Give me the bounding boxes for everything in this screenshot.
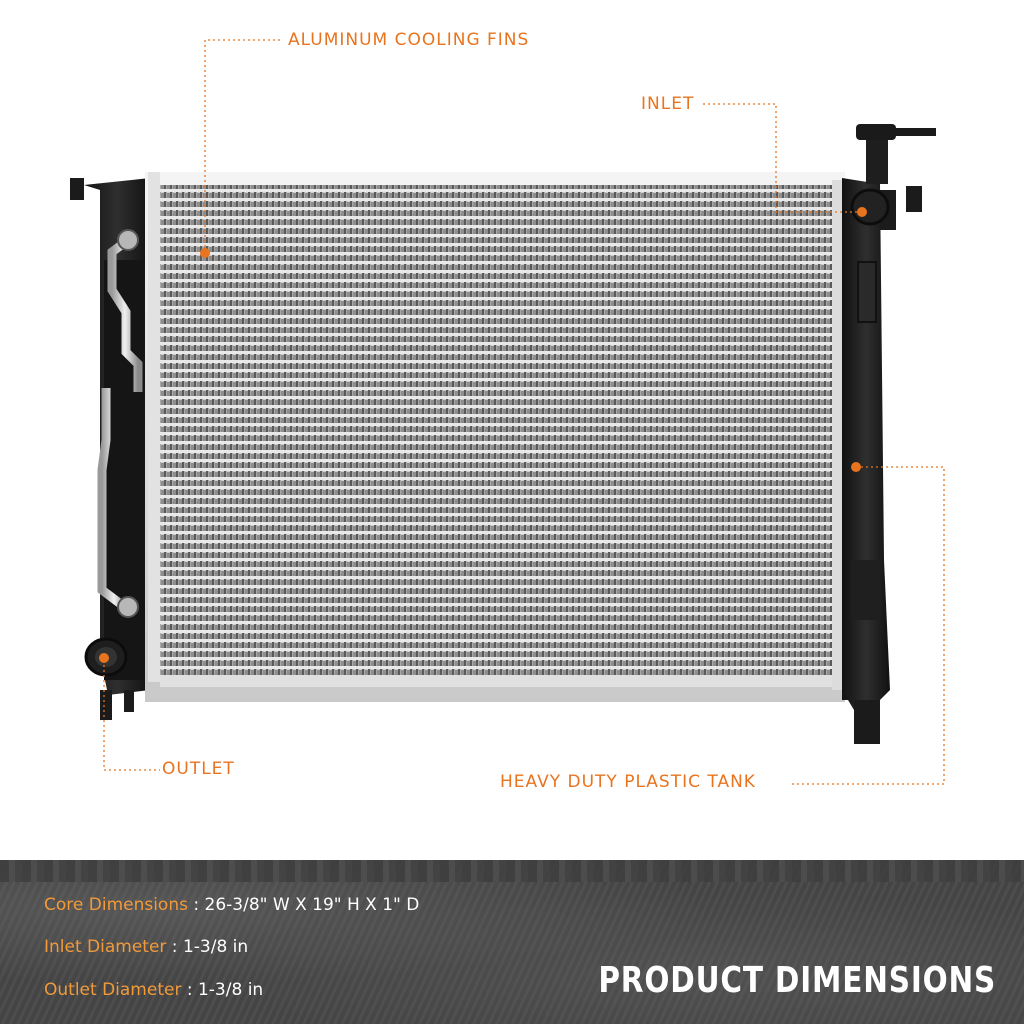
spec-label: Inlet Diameter [44, 937, 167, 957]
banner-texture-strip [0, 860, 1024, 882]
spec-separator: : [166, 937, 183, 957]
callout-lines [103, 39, 945, 785]
spec-value: 26-3/8" W X 19" H X 1" D [204, 895, 420, 915]
callout-inlet: INLET [641, 94, 695, 114]
product-image: ALUMINUM COOLING FINS INLET OUTLET HEAVY… [70, 30, 945, 792]
product-dimensions-title: PRODUCT DIMENSIONS [598, 960, 996, 1001]
callout-cooling-fins: ALUMINUM COOLING FINS [288, 30, 530, 50]
spec-label: Outlet Diameter [44, 980, 182, 1000]
transmission-cooler-lines [97, 229, 143, 618]
spec-value: 1-3/8 in [182, 937, 249, 957]
aluminum-cooling-fins [160, 185, 832, 675]
radiator-illustration [70, 39, 945, 785]
spec-inlet-diameter: Inlet Diameter : 1-3/8 in [44, 937, 248, 957]
callout-dots [99, 207, 867, 663]
spec-separator: : [187, 895, 205, 915]
callout-outlet: OUTLET [162, 759, 235, 779]
right-plastic-tank [842, 178, 922, 744]
spec-core-dimensions: Core Dimensions : 26-3/8" W X 19" H X 1"… [44, 895, 419, 915]
dimensions-banner [0, 860, 1024, 1024]
spec-outlet-diameter: Outlet Diameter : 1-3/8 in [44, 980, 263, 1000]
spec-value: 1-3/8 in [197, 980, 264, 1000]
spec-label: Core Dimensions [44, 895, 188, 915]
spec-separator: : [181, 980, 198, 1000]
callout-plastic-tank: HEAVY DUTY PLASTIC TANK [500, 772, 756, 792]
